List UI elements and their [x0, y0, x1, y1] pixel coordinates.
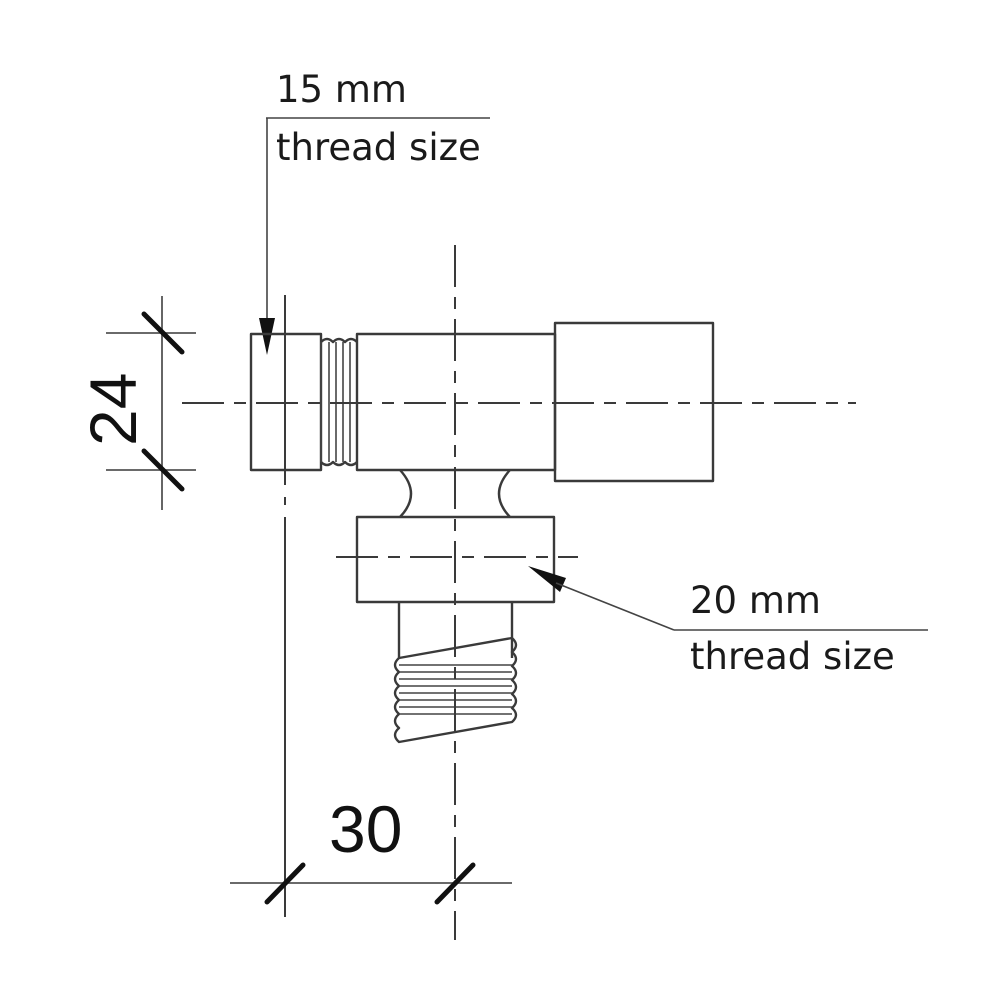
- callout-inlet-value: 15 mm: [276, 68, 407, 111]
- dimension-tick-icon: [434, 862, 476, 905]
- dimension-height-value: 24: [76, 373, 150, 446]
- neck-right: [497, 469, 511, 518]
- arrowhead-icon: [528, 566, 566, 592]
- dimension-offset-value: 30: [329, 792, 402, 866]
- callout-inlet-thread: 15 mm thread size: [259, 68, 490, 355]
- callout-outlet-value: 20 mm: [690, 579, 821, 622]
- center-lines: [182, 245, 856, 940]
- neck-left: [399, 469, 413, 518]
- callout-outlet-label: thread size: [690, 635, 895, 678]
- dimension-height: 24: [76, 296, 196, 510]
- callout-inlet-label: thread size: [276, 126, 481, 169]
- valve-body: [249, 321, 715, 744]
- callout-outlet-leader: [555, 582, 675, 631]
- dimension-tick-icon: [141, 311, 185, 355]
- dimension-tick-icon: [141, 448, 185, 492]
- callout-outlet-thread: 20 mm thread size: [528, 566, 928, 678]
- arrowhead-icon: [259, 318, 275, 355]
- dimension-offset: 30: [230, 792, 512, 905]
- dimension-tick-icon: [264, 862, 306, 905]
